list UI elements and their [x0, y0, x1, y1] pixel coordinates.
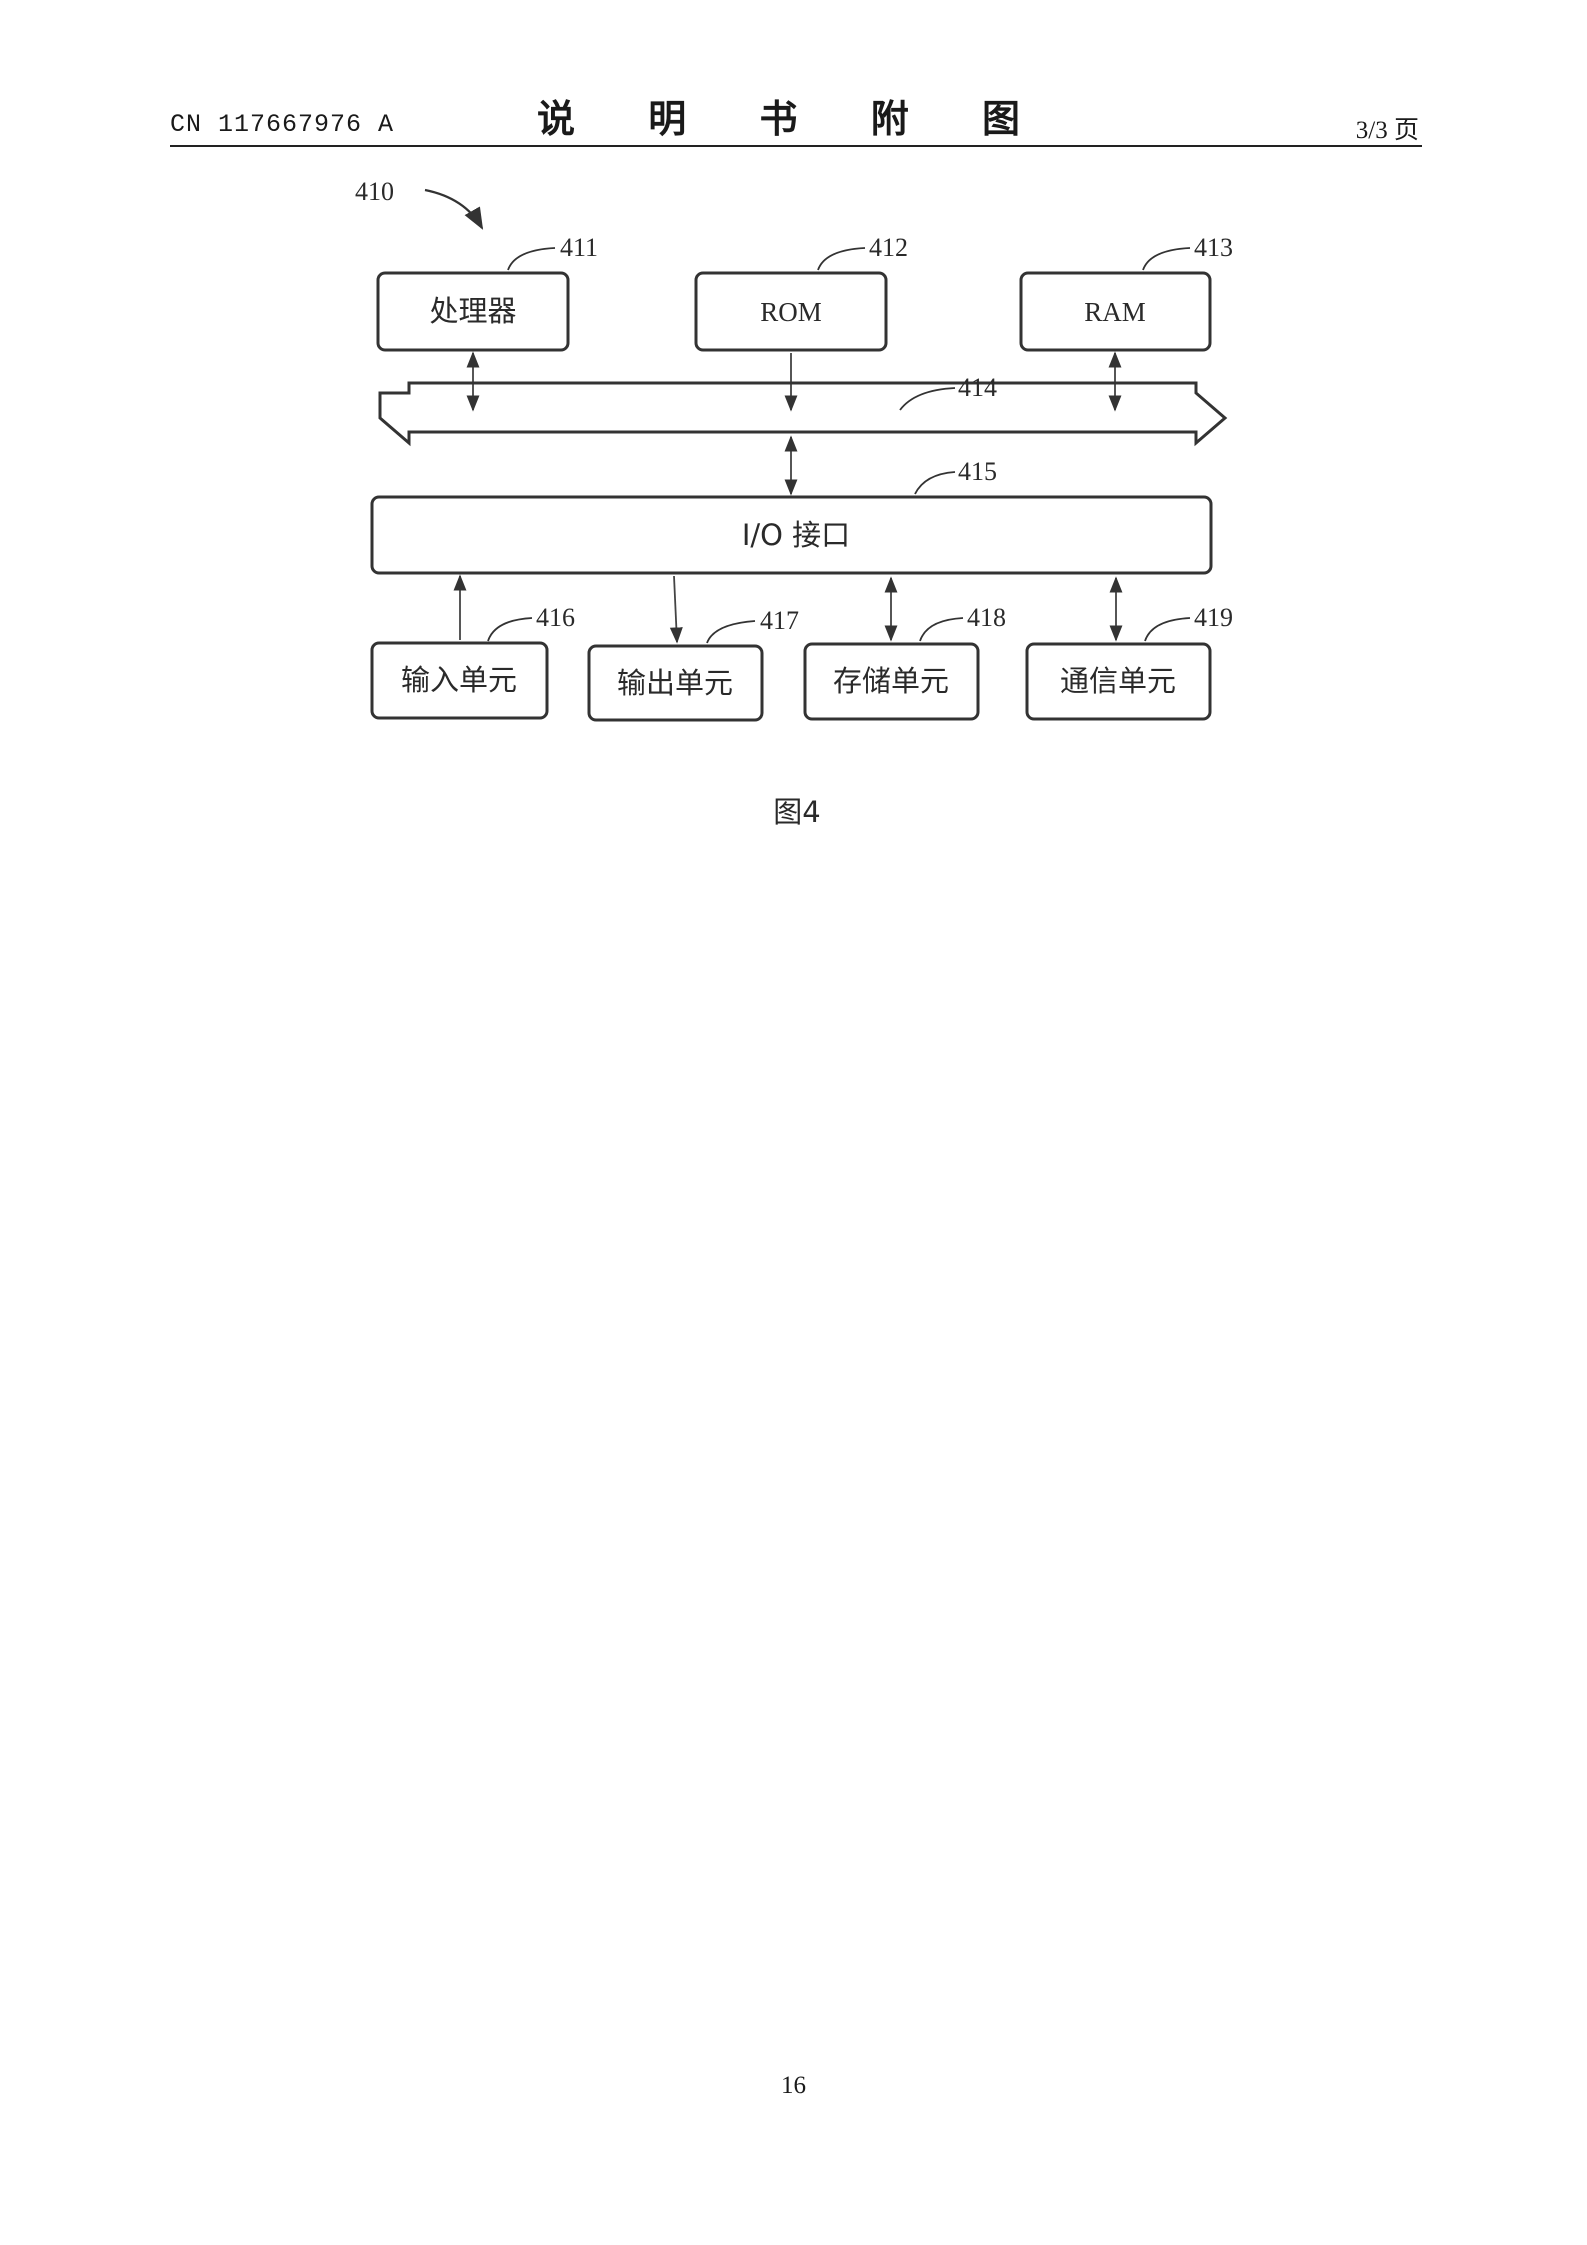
box-processor: 处理器 [376, 271, 570, 352]
box-rom-label: ROM [760, 297, 822, 327]
box-comm-unit: 通信单元 [1025, 642, 1212, 721]
box-comm-label: 通信单元 [1060, 664, 1176, 698]
ref-411: 411 [560, 233, 598, 262]
box-ram-label: RAM [1084, 297, 1146, 327]
box-rom: ROM [694, 271, 888, 352]
leader-415 [914, 471, 956, 495]
leader-413 [1142, 247, 1191, 271]
box-input-unit: 输入单元 [370, 641, 549, 720]
ref-410-arrow [424, 188, 484, 230]
box-storage-label: 存储单元 [833, 664, 949, 698]
ref-416: 416 [536, 603, 575, 632]
box-io-label: I/O 接口 [742, 518, 850, 552]
ref-419: 419 [1194, 603, 1233, 632]
page-count: 3/3 页 [1355, 117, 1419, 144]
leader-411 [507, 247, 556, 271]
leader-412 [817, 247, 866, 271]
ref-415: 415 [958, 457, 997, 486]
box-processor-label: 处理器 [429, 294, 516, 328]
figure-caption: 图4 [773, 795, 820, 829]
ref-410: 410 [355, 177, 394, 206]
header-rule [170, 145, 1422, 147]
ref-414: 414 [958, 373, 997, 402]
ref-418: 418 [967, 603, 1006, 632]
ref-413: 413 [1194, 233, 1233, 262]
box-io-interface: I/O 接口 [370, 495, 1213, 575]
box-output-label: 输出单元 [617, 666, 733, 700]
box-ram: RAM [1019, 271, 1212, 352]
leader-417 [706, 620, 756, 644]
page-title: 说 明 书 附 图 [537, 97, 1050, 141]
page-number: 16 [781, 2072, 806, 2099]
system-bus [378, 381, 1228, 447]
box-input-label: 输入单元 [401, 663, 517, 697]
leader-414 [899, 387, 956, 411]
ref-417: 417 [760, 606, 799, 635]
leader-418 [919, 617, 964, 642]
publication-number: CN 117667976 A [170, 110, 395, 139]
box-output-unit: 输出单元 [587, 644, 764, 722]
link-io-output [669, 575, 683, 644]
ref-412: 412 [869, 233, 908, 262]
box-storage-unit: 存储单元 [803, 642, 980, 721]
leader-416 [487, 617, 533, 642]
leader-419 [1144, 617, 1191, 642]
